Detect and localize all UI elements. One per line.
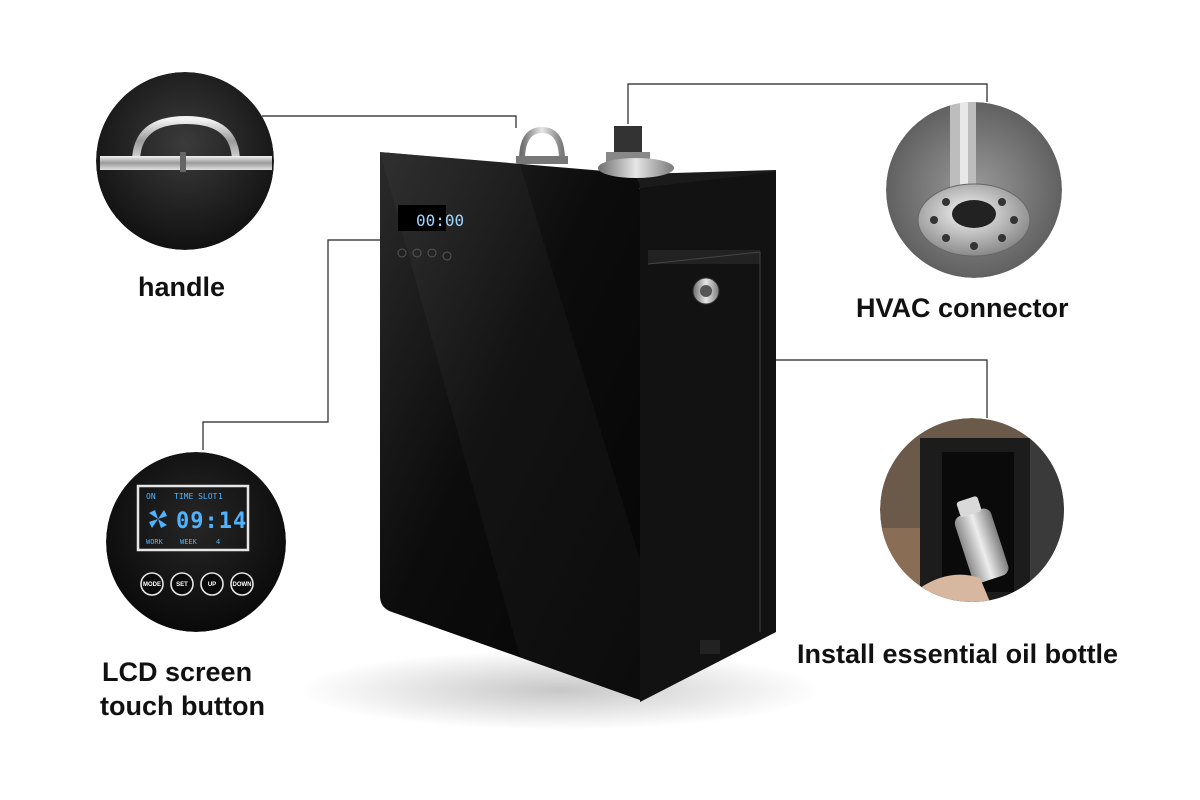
lcd-on-indicator: ON — [146, 492, 156, 501]
svg-text:00:00: 00:00 — [416, 211, 464, 230]
hvac-connector-label: HVAC connector — [856, 293, 1069, 323]
fan-icon — [149, 510, 167, 528]
up-button[interactable] — [200, 572, 224, 596]
lcd-closeup: ON TIME SLOT 1 09:14 WORK WEEK 4 MODE SE… — [106, 452, 286, 632]
handle-closeup — [96, 72, 274, 250]
lcd-work-label: WORK — [146, 538, 164, 546]
install-bottle-label: Install essential oil bottle — [797, 639, 1119, 669]
hvac-connector-closeup — [886, 102, 1062, 278]
lcd-time-slot-label: TIME SLOT — [174, 492, 218, 501]
lcd-time-display: 09:14 — [176, 509, 247, 534]
set-button-label: SET — [176, 582, 188, 588]
down-button[interactable] — [230, 572, 254, 596]
mode-button[interactable] — [140, 572, 164, 596]
set-button[interactable] — [170, 572, 194, 596]
lcd-label-line2: touch button — [100, 691, 265, 721]
lcd-week-label: WEEK — [180, 538, 198, 546]
lcd-week-number: 4 — [216, 538, 220, 546]
lcd-time-slot-number: 1 — [218, 492, 223, 501]
handle-label: handle — [138, 272, 226, 302]
up-button-label: UP — [208, 582, 216, 588]
lcd-label-line1: LCD screen — [102, 657, 253, 687]
down-button-label: DOWN — [233, 582, 252, 588]
mode-button-label: MODE — [143, 582, 161, 588]
install-bottle-closeup — [880, 418, 1064, 602]
